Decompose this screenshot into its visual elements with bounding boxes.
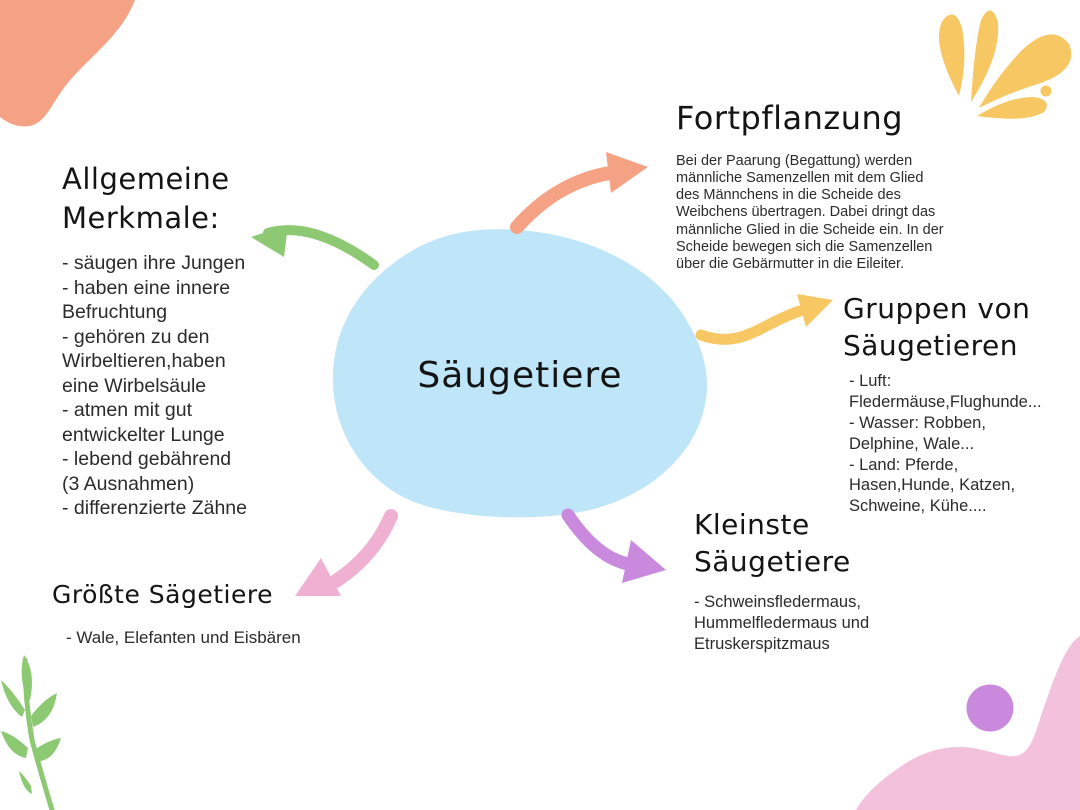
salmon-corner-blob-shape: [0, 0, 135, 127]
yellow-splash-shape: [938, 10, 1072, 119]
purple-dot: [966, 684, 1014, 732]
node-fortpflanzung-body: Bei der Paarung (Begattung) werden männl…: [676, 152, 944, 273]
node-kleinste-body: - Schweinsfledermaus, Hummelfledermaus u…: [694, 593, 870, 654]
purple-arrow: [561, 508, 666, 583]
node-fortpflanzung: Fortpflanzung Bei der Paarung (Begattung…: [676, 97, 944, 274]
node-gruppen-body: - Luft: Fledermäuse,Flughunde... - Wasse…: [849, 372, 1042, 516]
node-kleinste-saeugetiere: Kleinste Säugetiere - Schweinsfledermaus…: [694, 506, 869, 655]
node-gruppen-von-saeugetieren: Gruppen von Säugetieren - Luft: Fledermä…: [843, 290, 1042, 517]
center-blob: [332, 229, 708, 518]
node-groesste-title: Größte Sägetiere: [52, 580, 273, 609]
pink-arrow: [295, 509, 398, 596]
node-gruppen-title: Gruppen von Säugetieren: [843, 292, 1031, 363]
salmon-arrow: [510, 152, 648, 234]
green-branch-shape: [1, 655, 61, 810]
node-groesste-saegetiere: Größte Sägetiere - Wale, Elefanten und E…: [52, 578, 301, 648]
node-fortpflanzung-title: Fortpflanzung: [676, 99, 904, 137]
node-allgemeine-merkmale: Allgemeine Merkmale: - säugen ihre Junge…: [62, 160, 247, 521]
green-arrow: [251, 225, 379, 270]
node-kleinste-title: Kleinste Säugetiere: [694, 508, 851, 579]
node-allgemeine-title: Allgemeine Merkmale:: [62, 162, 230, 235]
node-allgemeine-body: - säugen ihre Jungen - haben eine innere…: [62, 252, 247, 520]
pink-corner-blob-shape: [856, 636, 1080, 810]
yellow-arrow: [695, 294, 833, 345]
node-groesste-body: - Wale, Elefanten und Eisbären: [66, 628, 301, 648]
